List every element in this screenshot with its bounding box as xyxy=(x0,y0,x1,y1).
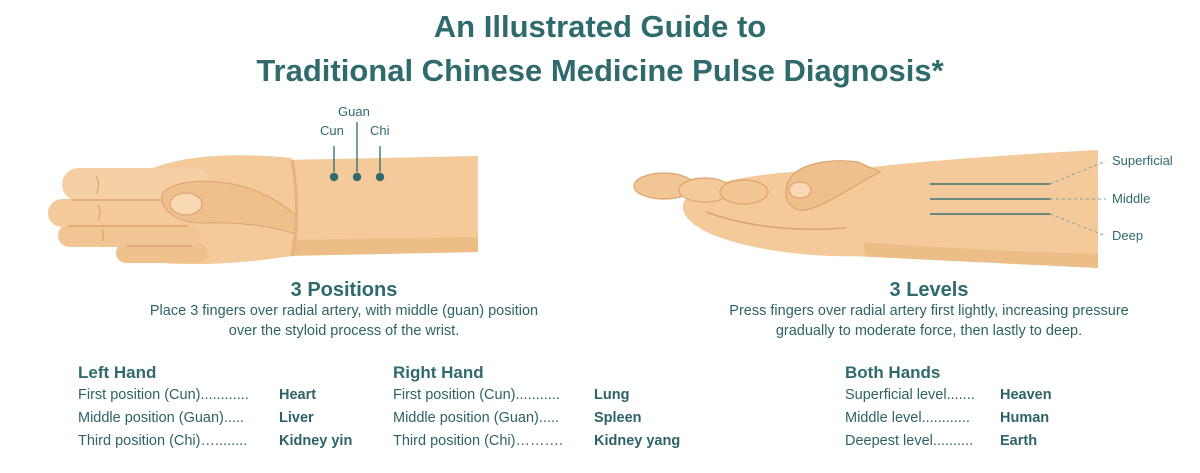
left-hand-heading: Left Hand xyxy=(78,363,157,382)
deep-leader xyxy=(1049,213,1107,237)
middle-label: Middle xyxy=(1112,191,1151,206)
item-leader: ....... xyxy=(946,387,975,403)
title-line-1: An Illustrated Guide to xyxy=(433,9,767,44)
left-forearm xyxy=(282,156,478,256)
item-value: Lung xyxy=(594,387,630,403)
item-leader: ..... xyxy=(538,410,560,426)
item-value: Earth xyxy=(1000,433,1038,449)
left-thumbnail xyxy=(169,192,203,216)
item-value: Heart xyxy=(279,387,317,403)
item-label: Middle position (Guan) xyxy=(393,410,539,426)
item-leader: ………. xyxy=(515,433,564,449)
item-leader: ........... xyxy=(515,387,560,403)
superficial-leader xyxy=(1049,160,1107,185)
deep-label: Deep xyxy=(1112,228,1144,243)
right-palm-crease xyxy=(705,211,847,230)
right-thumb xyxy=(785,160,882,211)
right-forearm-shade xyxy=(855,242,1098,268)
superficial-label: Superficial xyxy=(1112,153,1173,168)
list-item: Third position (Chi)………. Kidney yang xyxy=(393,430,680,453)
item-value: Kidney yin xyxy=(279,433,353,449)
positions-description-line: over the styloid process of the wrist. xyxy=(228,323,460,339)
item-value: Liver xyxy=(279,410,314,426)
list-item: Third position (Chi)…........ Kidney yin xyxy=(78,430,352,453)
item-value: Kidney yang xyxy=(594,433,681,449)
guan-label: Guan xyxy=(338,104,370,119)
left-wrist-crease xyxy=(290,159,298,257)
item-value: Heaven xyxy=(1000,387,1052,403)
item-leader: …........ xyxy=(200,433,248,449)
pulse-position-markers xyxy=(329,122,385,182)
right-hand-heading: Right Hand xyxy=(393,363,484,382)
item-leader: ............ xyxy=(921,410,970,426)
cun-dot xyxy=(329,172,339,182)
list-item: First position (Cun)........... Lung xyxy=(393,384,680,407)
cun-label: Cun xyxy=(320,123,344,138)
list-item: First position (Cun)............ Heart xyxy=(78,384,352,407)
pulse-level-lines xyxy=(930,160,1107,237)
right-hand-illustration xyxy=(633,150,1098,268)
left-pinky xyxy=(116,243,208,263)
item-label: Deepest level xyxy=(845,433,933,449)
list-item: Middle level............ Human xyxy=(845,407,1052,430)
item-value: Human xyxy=(1000,410,1050,426)
list-item: Superficial level....... Heaven xyxy=(845,384,1052,407)
positions-heading: 3 Positions xyxy=(290,279,398,301)
levels-section: 3 Levels Press fingers over radial arter… xyxy=(629,278,1200,339)
list-item: Middle position (Guan)..... Liver xyxy=(78,407,352,430)
levels-heading: 3 Levels xyxy=(889,279,969,301)
guan-dot xyxy=(352,172,362,182)
positions-description-line: Place 3 fingers over radial artery, with… xyxy=(149,303,539,319)
left-hand-list: Left Hand First position (Cun)..........… xyxy=(78,362,352,453)
item-label: First position (Cun) xyxy=(393,387,516,403)
chi-label: Chi xyxy=(370,123,390,138)
levels-description-line: gradually to moderate force, then lastly… xyxy=(775,323,1083,339)
levels-description-line: Press fingers over radial artery first l… xyxy=(729,303,1129,319)
both-hands-list: Both Hands Superficial level....... Heave… xyxy=(845,362,1052,453)
right-thumbnail xyxy=(788,181,812,199)
item-label: First position (Cun) xyxy=(78,387,201,403)
left-knuckle-creases xyxy=(95,175,105,242)
right-curled-finger-3 xyxy=(719,179,769,205)
item-label: Third position (Chi) xyxy=(393,433,516,449)
positions-description: Place 3 fingers over radial artery, with… xyxy=(44,301,644,341)
item-leader: .......... xyxy=(932,433,974,449)
list-item: Middle position (Guan)..... Spleen xyxy=(393,407,680,430)
levels-description: Press fingers over radial artery first l… xyxy=(629,301,1200,341)
item-label: Third position (Chi) xyxy=(78,433,201,449)
item-value: Spleen xyxy=(594,410,642,426)
left-middle-finger xyxy=(48,199,200,227)
both-hands-heading: Both Hands xyxy=(845,363,941,382)
left-ring-finger xyxy=(58,224,200,247)
title-line-2: Traditional Chinese Medicine Pulse Diagn… xyxy=(256,53,944,88)
right-hand-list: Right Hand First position (Cun).........… xyxy=(393,362,680,453)
left-forearm-shade xyxy=(282,237,478,256)
item-label: Middle level xyxy=(845,410,922,426)
chi-dot xyxy=(375,172,385,182)
item-leader: ............ xyxy=(200,387,249,403)
item-label: Middle position (Guan) xyxy=(78,410,224,426)
item-label: Superficial level xyxy=(845,387,947,403)
right-forearm xyxy=(845,150,1098,268)
positions-section: 3 Positions Place 3 fingers over radial … xyxy=(44,278,644,339)
item-leader: ..... xyxy=(223,410,245,426)
list-item: Deepest level.......... Earth xyxy=(845,430,1052,453)
left-hand-illustration xyxy=(48,155,478,264)
